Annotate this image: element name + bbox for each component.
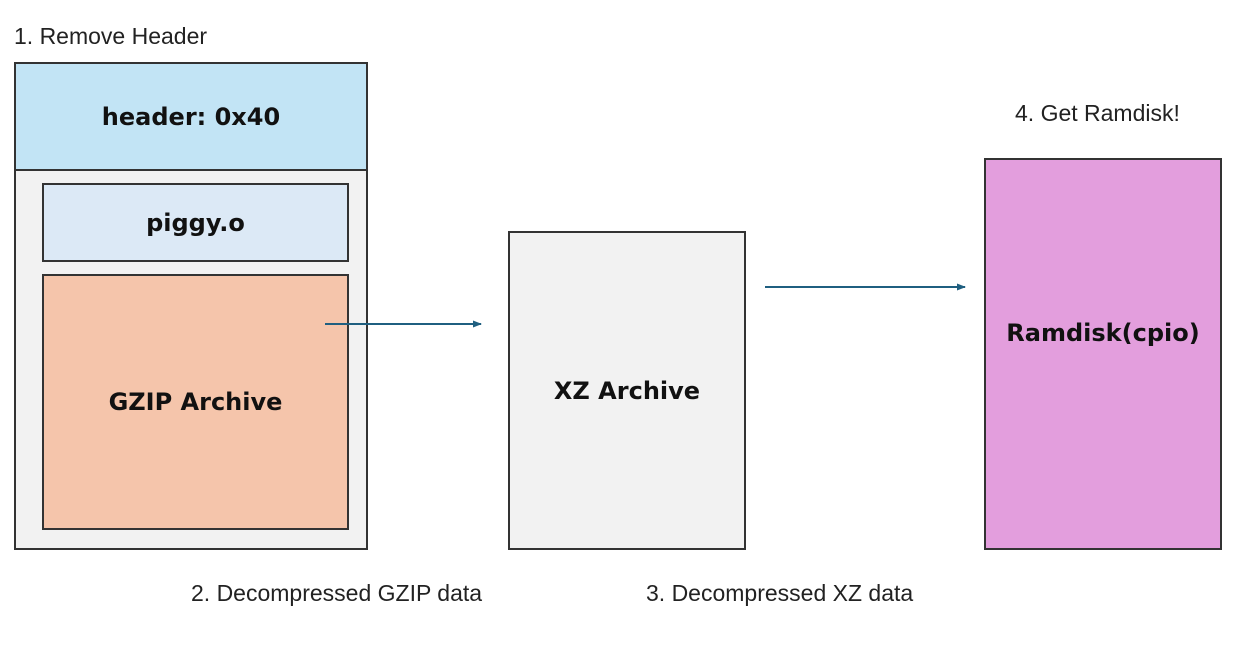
xz-archive-label: XZ Archive [553,376,701,405]
piggy-block-label: piggy.o [146,208,245,237]
ramdisk-block: Ramdisk(cpio) [984,158,1222,550]
step-1-label: 1. Remove Header [14,23,208,49]
ramdisk-label: Ramdisk(cpio) [1006,319,1200,347]
gzip-archive-label: GZIP Archive [108,388,283,416]
header-block: header: 0x40 [14,62,368,171]
header-block-label: header: 0x40 [101,102,281,131]
step-2-label: 2. Decompressed GZIP data [191,580,483,606]
xz-archive-block: XZ Archive [508,231,746,550]
step-4-label: 4. Get Ramdisk! [1015,100,1180,126]
step-3-label: 3. Decompressed XZ data [646,580,914,606]
gzip-archive-block: GZIP Archive [42,274,349,530]
piggy-block: piggy.o [42,183,349,262]
